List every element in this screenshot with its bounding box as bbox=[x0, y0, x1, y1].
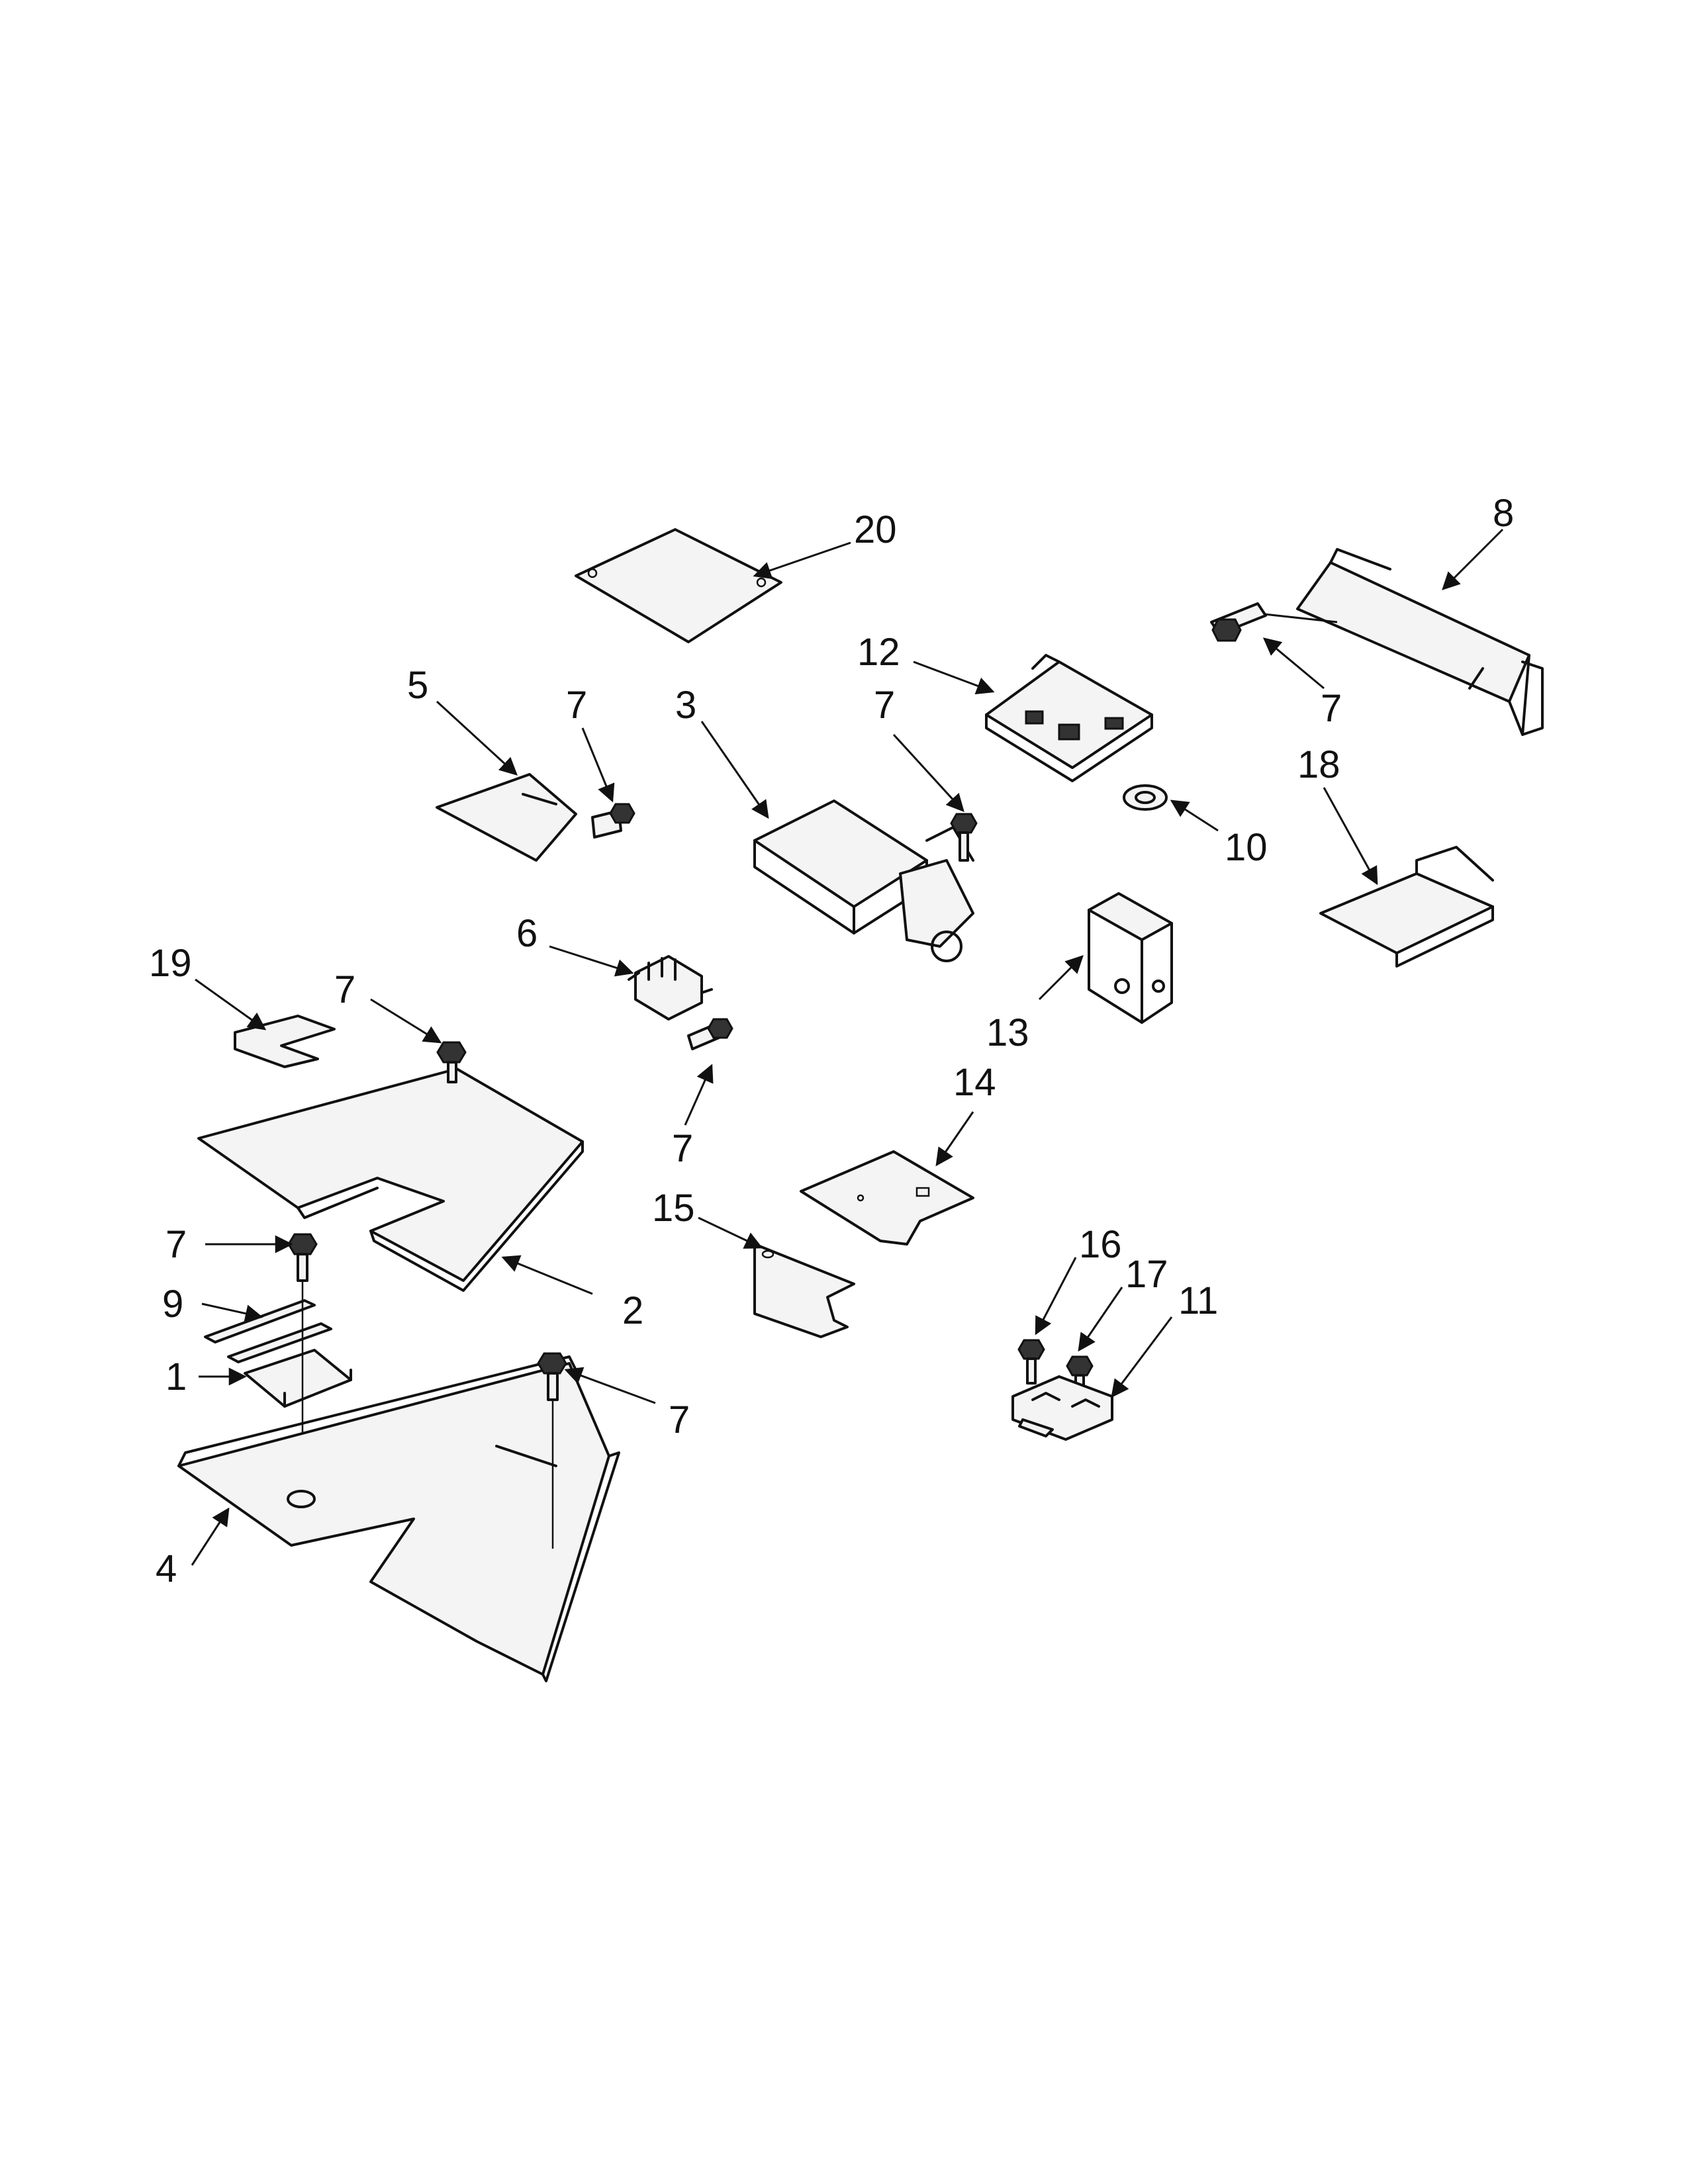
part-18-tray bbox=[1319, 846, 1494, 968]
part-5-plate bbox=[436, 773, 577, 862]
callout-13: 13 bbox=[986, 1011, 1029, 1054]
part-6-transformer bbox=[628, 955, 713, 1021]
part-15-plate bbox=[753, 1243, 855, 1338]
callout-10: 10 bbox=[1225, 826, 1268, 869]
callout-17: 17 bbox=[1125, 1253, 1168, 1296]
callout-7g: 7 bbox=[669, 1398, 690, 1441]
callout-7e: 7 bbox=[672, 1127, 693, 1170]
part-19-gasket bbox=[234, 1015, 336, 1068]
screw-7-near-3 bbox=[950, 813, 978, 862]
part-3-housing bbox=[753, 799, 974, 962]
screw-7-left bbox=[287, 1233, 318, 1282]
screw-7-pan bbox=[537, 1352, 567, 1549]
part-13-box bbox=[1088, 892, 1173, 1024]
callout-6: 6 bbox=[516, 912, 538, 955]
callout-7f: 7 bbox=[165, 1223, 187, 1266]
part-4-pan bbox=[177, 1355, 620, 1682]
screw-7-near-5 bbox=[591, 803, 635, 839]
part-2-large-plate bbox=[197, 1068, 584, 1292]
callout-8: 8 bbox=[1493, 492, 1514, 535]
callout-16: 16 bbox=[1079, 1223, 1122, 1266]
callout-2: 2 bbox=[622, 1289, 643, 1332]
part-8-bracket bbox=[1296, 548, 1544, 736]
callout-labels: 20 8 12 5 7 3 7 7 18 10 6 19 7 13 14 7 1… bbox=[149, 492, 1514, 1590]
callout-14: 14 bbox=[953, 1061, 996, 1104]
screw-7-above-2 bbox=[436, 1041, 467, 1083]
callout-20: 20 bbox=[854, 508, 897, 551]
part-14-plate bbox=[800, 1150, 974, 1246]
leader-lines bbox=[191, 528, 1504, 1566]
callout-5: 5 bbox=[407, 664, 428, 707]
callout-7a: 7 bbox=[566, 684, 587, 727]
part-12-control-board bbox=[985, 654, 1153, 782]
callout-11: 11 bbox=[1178, 1279, 1218, 1322]
part-20-cover-plate bbox=[575, 528, 782, 643]
callout-7c: 7 bbox=[1321, 687, 1342, 730]
part-11-terminal-block bbox=[1011, 1375, 1113, 1441]
screw-7-top-right bbox=[1210, 602, 1267, 642]
callout-19: 19 bbox=[149, 942, 192, 985]
callout-3: 3 bbox=[675, 684, 696, 727]
callout-1: 1 bbox=[165, 1355, 187, 1398]
part-1-bracket bbox=[244, 1349, 352, 1408]
screw-7-near-6 bbox=[687, 1018, 733, 1050]
callout-12: 12 bbox=[857, 631, 900, 674]
screw-16 bbox=[1017, 1339, 1045, 1385]
callout-18: 18 bbox=[1297, 743, 1340, 786]
callout-7b: 7 bbox=[874, 684, 895, 727]
callout-15: 15 bbox=[652, 1187, 695, 1230]
callout-4: 4 bbox=[156, 1547, 177, 1590]
callout-7d: 7 bbox=[334, 968, 355, 1011]
part-10-washer bbox=[1123, 784, 1168, 811]
callout-9: 9 bbox=[162, 1283, 183, 1326]
